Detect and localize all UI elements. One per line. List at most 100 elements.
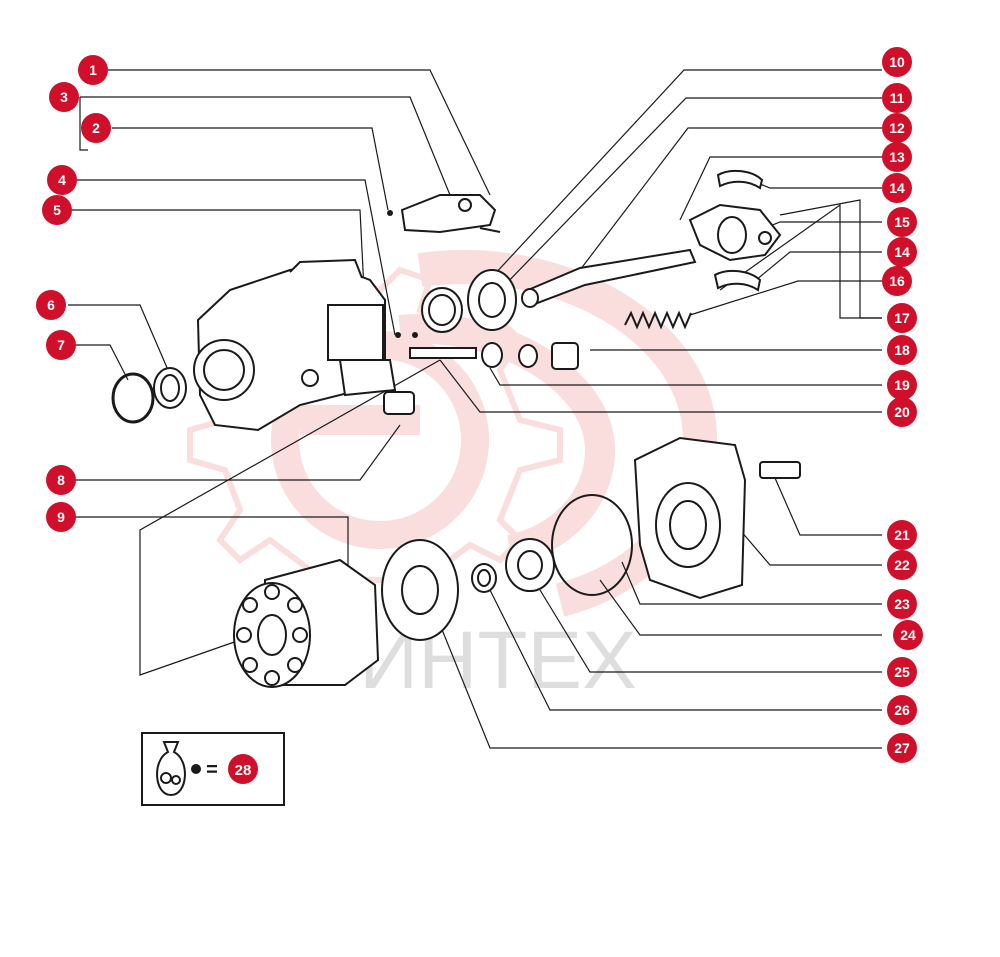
callout-number: 16	[889, 273, 905, 289]
callout-number: 19	[894, 377, 910, 393]
callout-badge	[882, 113, 912, 143]
drive-shaft	[521, 248, 697, 308]
pump-housing	[193, 258, 397, 432]
callout-badge	[78, 55, 108, 85]
callout-badge	[887, 733, 917, 763]
callout-number: 11	[890, 90, 905, 106]
callout-badge	[882, 142, 912, 172]
callout-number: 13	[889, 149, 905, 165]
callout-c21: 21	[887, 520, 917, 550]
callout-number: 23	[894, 596, 910, 612]
thrust-washer	[471, 563, 497, 593]
bearing-seal-ring	[421, 287, 463, 333]
callout-c6: 6	[36, 290, 66, 320]
callout-c2: 2	[81, 113, 111, 143]
callout-c23: 23	[887, 589, 917, 619]
callout-number: 2	[92, 120, 100, 136]
callout-c8: 8	[46, 465, 76, 495]
watermark-logo	[187, 249, 718, 617]
yoke-cradle	[688, 169, 782, 292]
callout-number: 15	[894, 214, 910, 230]
callout-c26: 26	[887, 695, 917, 725]
callout-number: 8	[57, 472, 65, 488]
cylinder-block	[233, 558, 380, 688]
control-pin	[409, 342, 579, 370]
callout-badge	[882, 266, 912, 296]
callout-badge	[887, 695, 917, 725]
callout-badge	[49, 82, 79, 112]
callout-c14b: 14	[887, 237, 917, 267]
callout-number: 6	[47, 297, 55, 313]
small-plugs	[387, 210, 418, 338]
callout-c25: 25	[887, 657, 917, 687]
callout-badge	[887, 370, 917, 400]
callout-badge	[47, 165, 77, 195]
callout-badge	[887, 397, 917, 427]
callout-c10: 10	[882, 47, 912, 77]
callout-c11: 11	[882, 83, 912, 113]
callout-badge	[893, 620, 923, 650]
callout-number: 24	[900, 627, 916, 643]
callout-c15: 15	[887, 207, 917, 237]
callout-c12: 12	[882, 113, 912, 143]
callout-c13: 13	[882, 142, 912, 172]
callout-badge	[882, 47, 912, 77]
callout-number: 20	[894, 404, 910, 420]
callout-number: 12	[889, 120, 905, 136]
o-ring	[551, 494, 633, 596]
callout-number: 26	[894, 702, 910, 718]
callout-c1: 1	[78, 55, 108, 85]
control-valve	[400, 194, 501, 234]
callout-number: 21	[894, 527, 910, 543]
legend-equals: =	[206, 759, 218, 781]
callout-c7: 7	[46, 330, 76, 360]
swash-plug	[383, 391, 415, 415]
callout-number: 1	[89, 62, 97, 78]
shaft-bearing	[467, 269, 517, 331]
callout-number: 7	[57, 337, 65, 353]
kit-legend: = 28	[141, 732, 285, 806]
callout-c14a: 14	[882, 173, 912, 203]
callout-badge	[887, 657, 917, 687]
callout-badges: 1234567891011121314151416171819202122232…	[36, 47, 923, 763]
callout-badge	[36, 290, 66, 320]
retaining-ring	[111, 372, 155, 424]
callout-number: 14	[889, 180, 905, 196]
badge-28-label: 28	[235, 762, 252, 779]
needle-bearing	[505, 538, 555, 592]
callout-number: 22	[894, 557, 910, 573]
end-cover	[633, 436, 801, 600]
callout-badge	[887, 207, 917, 237]
callout-c24: 24	[893, 620, 923, 650]
callout-badge	[882, 173, 912, 203]
callout-c3: 3	[49, 82, 79, 112]
callout-number: 4	[58, 172, 66, 188]
callout-c18: 18	[887, 335, 917, 365]
callout-number: 3	[60, 89, 68, 105]
kit-dot	[191, 764, 201, 774]
callout-badge	[882, 83, 912, 113]
badge-28	[228, 754, 258, 784]
callout-badge	[887, 520, 917, 550]
callout-number: 27	[894, 740, 910, 756]
leader-lines	[68, 69, 882, 749]
callout-badge	[46, 465, 76, 495]
callout-number: 25	[894, 664, 910, 680]
callout-c9: 9	[46, 502, 76, 532]
parts-bag-icon	[156, 741, 186, 797]
callout-number: 18	[894, 342, 910, 358]
callout-badge	[46, 330, 76, 360]
valve-plate	[381, 539, 459, 641]
callout-number: 5	[53, 202, 61, 218]
callout-badge	[81, 113, 111, 143]
callout-number: 9	[57, 509, 65, 525]
callout-badge	[887, 237, 917, 267]
callout-c4: 4	[47, 165, 77, 195]
callout-c20: 20	[887, 397, 917, 427]
shaft-seal	[153, 367, 187, 409]
callout-c19: 19	[887, 370, 917, 400]
callout-c5: 5	[42, 195, 72, 225]
callout-c22: 22	[887, 550, 917, 580]
